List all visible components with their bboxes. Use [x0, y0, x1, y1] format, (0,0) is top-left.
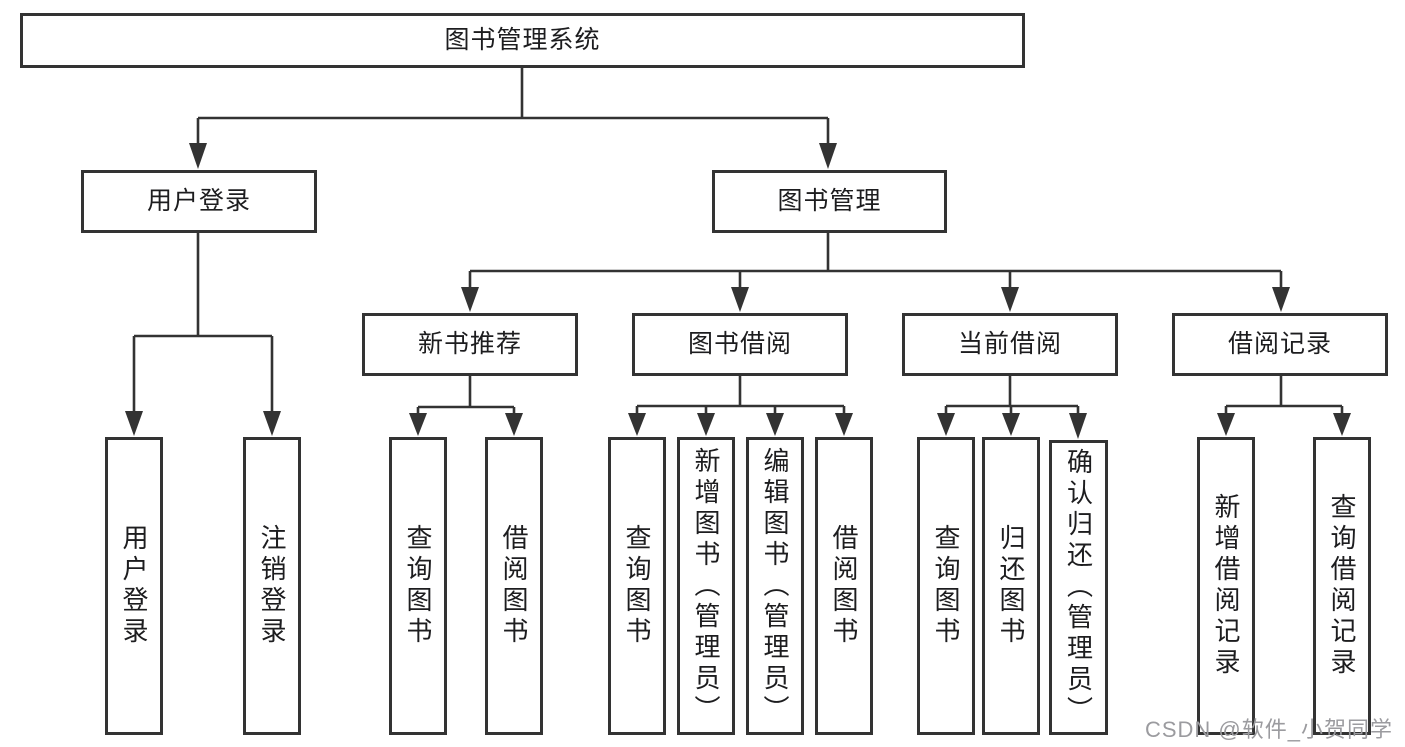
leaf-query-books-borrow: 查询图书 — [608, 437, 666, 735]
node-book-borrow: 图书借阅 — [632, 313, 848, 376]
leaf-logout: 注销登录 — [243, 437, 301, 735]
leaf-borrow-books-recommend: 借阅图书 — [485, 437, 543, 735]
leaf-add-book-admin: 新增图书（管理员） — [677, 437, 735, 735]
node-label: 图书管理 — [777, 187, 882, 215]
node-book-management: 图书管理 — [712, 170, 947, 233]
arrowhead-icons — [125, 143, 1351, 439]
leaf-query-books-current: 查询图书 — [917, 437, 975, 735]
leaf-label: 确认归还（管理员） — [1063, 448, 1094, 727]
node-label: 借阅记录 — [1227, 330, 1332, 358]
leaf-edit-book-admin: 编辑图书（管理员） — [746, 437, 804, 735]
leaf-confirm-return-admin: 确认归还（管理员） — [1049, 440, 1108, 735]
leaf-label: 归还图书 — [996, 524, 1026, 648]
node-current-borrow: 当前借阅 — [902, 313, 1118, 376]
leaf-label: 借阅图书 — [829, 524, 859, 648]
node-user-login: 用户登录 — [81, 170, 317, 233]
leaf-query-borrow-record: 查询借阅记录 — [1313, 437, 1371, 735]
node-root: 图书管理系统 — [20, 13, 1025, 68]
leaf-label: 查询图书 — [622, 524, 652, 648]
csdn-watermark: CSDN @软件_小贺同学 — [1144, 717, 1393, 742]
leaf-label: 用户登录 — [119, 524, 149, 648]
node-label: 图书借阅 — [687, 330, 792, 358]
node-label: 用户登录 — [146, 187, 251, 215]
node-label: 图书管理系统 — [444, 26, 601, 54]
node-label: 新书推荐 — [417, 330, 522, 358]
leaf-label: 新增借阅记录 — [1211, 493, 1241, 679]
leaf-borrow-books-borrow: 借阅图书 — [815, 437, 873, 735]
leaf-label: 注销登录 — [257, 524, 287, 648]
leaf-add-borrow-record: 新增借阅记录 — [1197, 437, 1255, 735]
leaf-query-books-recommend: 查询图书 — [389, 437, 447, 735]
leaf-label: 查询图书 — [403, 524, 433, 648]
node-new-book-recommend: 新书推荐 — [362, 313, 578, 376]
node-label: 当前借阅 — [957, 330, 1062, 358]
leaf-label: 查询借阅记录 — [1327, 493, 1357, 679]
leaf-return-books: 归还图书 — [982, 437, 1040, 735]
leaf-label: 新增图书（管理员） — [691, 446, 721, 726]
leaf-label: 编辑图书（管理员） — [760, 446, 790, 726]
leaf-label: 借阅图书 — [499, 524, 529, 648]
node-borrow-records: 借阅记录 — [1172, 313, 1388, 376]
leaf-user-login: 用户登录 — [105, 437, 163, 735]
leaf-label: 查询图书 — [931, 524, 961, 648]
